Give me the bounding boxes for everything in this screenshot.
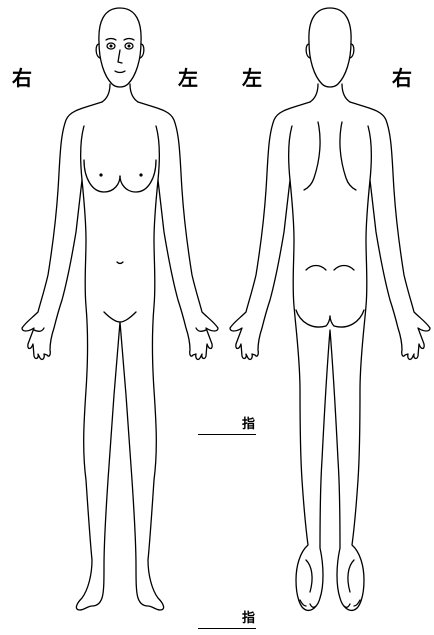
back-right-label: 右 — [392, 68, 412, 88]
front-right-label: 右 — [12, 68, 32, 88]
back-scapula-left — [304, 122, 320, 190]
back-body-figure — [230, 8, 430, 610]
back-head — [309, 8, 351, 87]
front-brow-right — [106, 39, 116, 41]
front-nose — [118, 50, 122, 63]
front-nipple-left — [139, 173, 142, 176]
front-body-figure — [22, 8, 218, 610]
back-inner-arm-left — [289, 126, 292, 180]
back-toes-right — [344, 600, 360, 607]
back-scapula-right — [340, 122, 356, 190]
finger-underline-bottom — [198, 628, 256, 629]
back-sole-left — [306, 560, 312, 592]
front-mouth — [115, 71, 125, 73]
front-head — [99, 8, 141, 87]
front-inner-arm-left — [156, 126, 159, 180]
back-toes-left — [300, 600, 316, 607]
finger-label-bottom: 指 — [242, 612, 255, 625]
back-sole-right — [348, 560, 354, 592]
finger-label-top: 指 — [242, 418, 255, 431]
front-hand-right-detail — [34, 328, 44, 331]
finger-underline-top — [198, 434, 256, 435]
back-left-label: 左 — [242, 68, 262, 88]
back-body-outline — [230, 102, 430, 610]
front-breast-left — [120, 160, 156, 192]
back-buttock-left — [296, 310, 330, 327]
front-nipple-right — [99, 173, 102, 176]
front-left-label: 左 — [178, 68, 198, 88]
back-lumbar-left — [306, 266, 326, 271]
front-inner-arm-right — [81, 126, 84, 180]
front-pelvis — [104, 312, 136, 322]
front-hand-left-detail — [196, 328, 206, 331]
back-buttock-right — [330, 310, 364, 327]
front-navel — [117, 262, 123, 264]
front-brow-left — [124, 39, 134, 41]
back-lumbar-right — [334, 266, 354, 271]
back-inner-arm-right — [368, 126, 371, 180]
